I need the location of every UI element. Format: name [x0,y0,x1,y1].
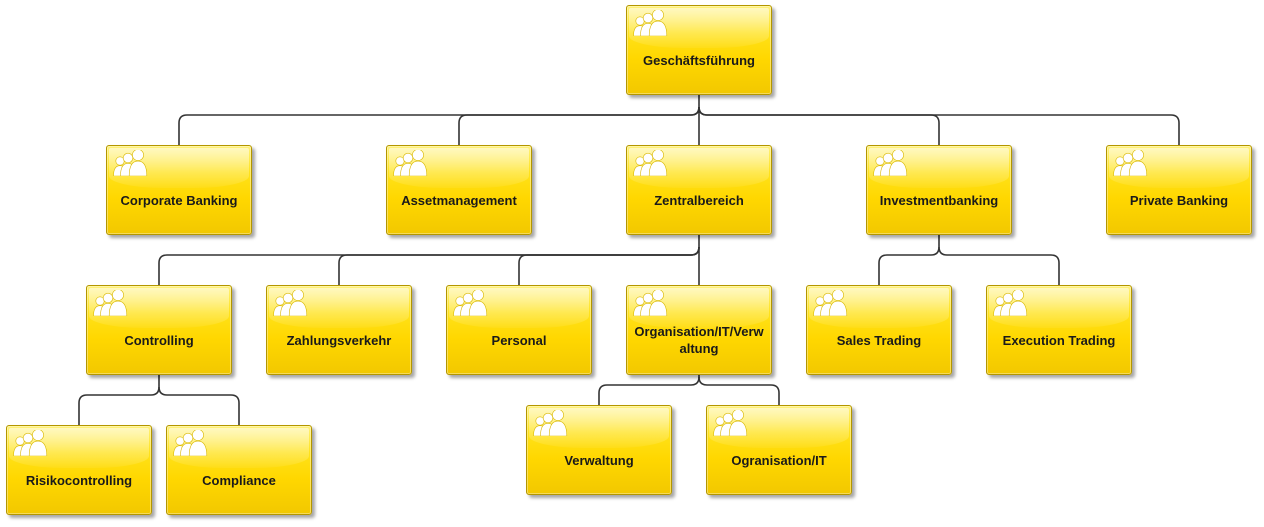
org-node-cb[interactable]: Corporate Banking [106,145,252,235]
org-node-label: Geschäftsführung [643,52,755,68]
org-node-oitv[interactable]: Organisation/IT/Verwaltung [626,285,772,375]
org-node-zv[interactable]: Zahlungsverkehr [266,285,412,375]
org-node-label: Risikocontrolling [25,472,133,488]
org-node-zb[interactable]: Zentralbereich [626,145,772,235]
people-group-icon [393,150,428,176]
org-node-am[interactable]: Assetmanagement [386,145,532,235]
people-group-icon [813,290,848,316]
connector-ctrl-rc [78,386,160,425]
connector-gf-cb [178,106,700,145]
org-node-label: Ogranisation/IT [731,452,827,468]
people-group-icon [113,150,148,176]
org-node-label: Investmentbanking [879,192,999,208]
people-group-icon [453,290,488,316]
org-node-st[interactable]: Sales Trading [806,285,952,375]
people-group-icon [633,150,668,176]
people-group-icon [873,150,908,176]
connector-oitv-oit [698,376,780,405]
org-node-label: Zahlungsverkehr [286,332,392,348]
org-node-ctrl[interactable]: Controlling [86,285,232,375]
org-node-label: Sales Trading [836,332,922,348]
connector-gf-am [458,106,700,145]
org-node-ib[interactable]: Investmentbanking [866,145,1012,235]
people-group-icon [633,10,668,36]
org-node-label: Assetmanagement [401,192,517,208]
org-node-pers[interactable]: Personal [446,285,592,375]
connector-zb-pers [518,246,700,285]
org-node-oit[interactable]: Ogranisation/IT [706,405,852,495]
people-group-icon [993,290,1028,316]
people-group-icon [273,290,308,316]
org-node-pb[interactable]: Private Banking [1106,145,1252,235]
connector-ctrl-comp [158,386,240,425]
org-node-comp[interactable]: Compliance [166,425,312,515]
connector-gf-ib [698,106,940,145]
connector-ib-et [938,246,1060,285]
org-node-label: Controlling [124,332,194,348]
org-node-label: Corporate Banking [120,192,238,208]
org-node-label: Personal [491,332,547,348]
org-node-gf[interactable]: Geschäftsführung [626,5,772,95]
org-node-label: Zentralbereich [654,192,744,208]
people-group-icon [713,410,748,436]
connector-ib-st [878,246,940,285]
people-group-icon [1113,150,1148,176]
org-node-rc[interactable]: Risikocontrolling [6,425,152,515]
connector-zb-ctrl [158,246,700,285]
people-group-icon [633,290,668,316]
org-node-label: Compliance [202,472,276,488]
org-node-verw[interactable]: Verwaltung [526,405,672,495]
org-node-label: Verwaltung [564,452,634,468]
org-node-label: Organisation/IT/Verwaltung [634,324,764,356]
people-group-icon [13,430,48,456]
org-node-et[interactable]: Execution Trading [986,285,1132,375]
people-group-icon [173,430,208,456]
people-group-icon [93,290,128,316]
org-node-label: Private Banking [1129,192,1229,208]
connector-oitv-verw [598,376,700,405]
people-group-icon [533,410,568,436]
connector-gf-pb [698,106,1180,145]
org-node-label: Execution Trading [1002,332,1116,348]
